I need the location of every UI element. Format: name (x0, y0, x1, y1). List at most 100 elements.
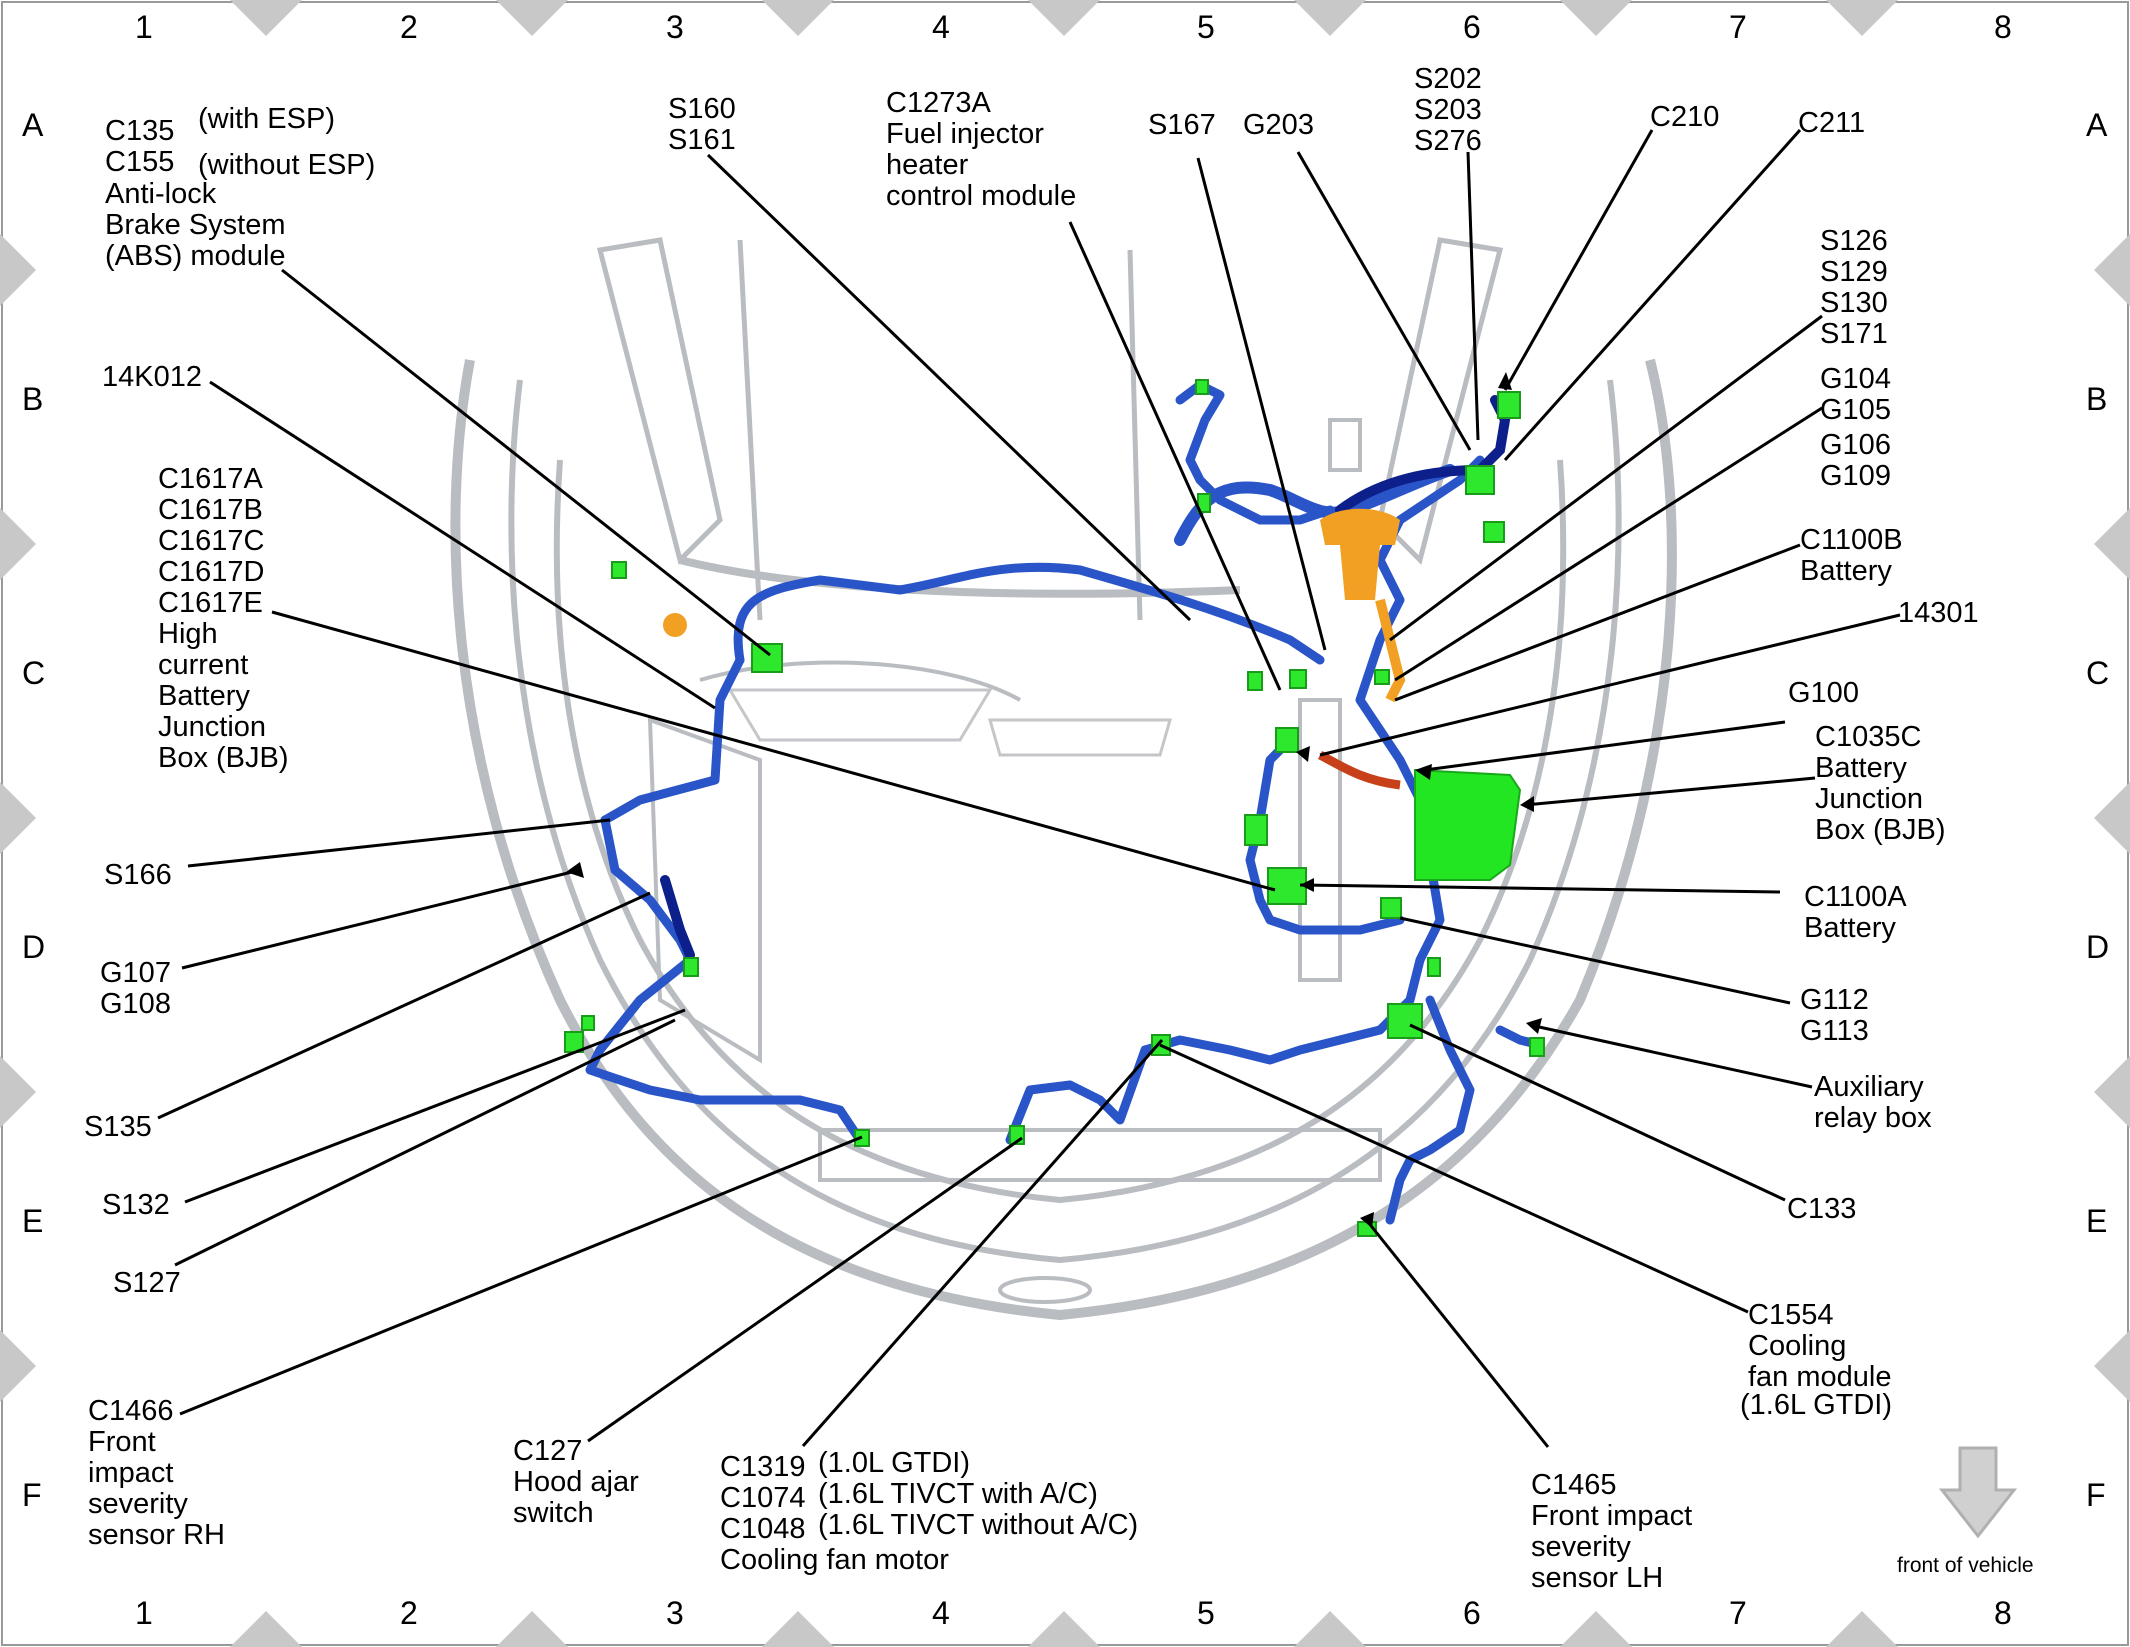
label-fih-3: control module (886, 180, 1077, 212)
label-front-of-vehicle: front of vehicle (1897, 1554, 2034, 1577)
fuel-injector-heater-module (663, 508, 1406, 703)
label-c1617d: C1617D (158, 556, 265, 588)
label-c1319-note: (1.0L GTDI) (818, 1447, 971, 1479)
border-triangle (0, 1330, 36, 1402)
border-triangle (1028, 0, 1100, 36)
border-triangle (0, 1056, 36, 1128)
label-hc-1: High (158, 618, 218, 650)
grid-row-d-right: D (2086, 929, 2110, 965)
border-triangle (2094, 508, 2130, 580)
label-c1100a-desc: Battery (1804, 912, 1896, 944)
grid-row-f: F (22, 1477, 42, 1513)
label-c1617b: C1617B (158, 494, 263, 526)
border-triangle (762, 0, 834, 36)
label-g109: G109 (1820, 460, 1891, 492)
border-triangle (0, 508, 36, 580)
label-c1074-note: (1.6L TIVCT with A/C) (818, 1478, 1098, 1510)
border-triangle (0, 782, 36, 854)
label-c135: C135 (105, 115, 175, 147)
label-s167: S167 (1148, 109, 1216, 141)
label-s171: S171 (1820, 318, 1888, 350)
grid-row-f-right: F (2086, 1477, 2106, 1513)
border-triangle (496, 1611, 568, 1647)
grid-row-c: C (22, 655, 46, 691)
label-hood-2: switch (513, 1497, 594, 1529)
border-triangle (230, 0, 302, 36)
border-triangle (2094, 782, 2130, 854)
border-triangle (1294, 0, 1366, 36)
grid-col-4-bottom: 4 (932, 1595, 950, 1631)
label-g100: G100 (1788, 677, 1859, 709)
label-s276: S276 (1414, 125, 1482, 157)
grid-col-1-bottom: 1 (135, 1595, 153, 1631)
battery-junction-box (1414, 768, 1522, 881)
connectors (564, 379, 1545, 1237)
label-s161: S161 (668, 124, 736, 156)
label-c1100b: C1100B (1800, 524, 1903, 556)
label-g108: G108 (100, 988, 171, 1020)
border-triangle (230, 1611, 302, 1647)
label-c1465: C1465 (1531, 1469, 1617, 1501)
label-c155: C155 (105, 146, 175, 178)
label-fisr-4: sensor RH (88, 1519, 225, 1551)
label-hc-5: Box (BJB) (158, 742, 289, 774)
label-s135: S135 (84, 1111, 152, 1143)
grid-col-3-bottom: 3 (666, 1595, 684, 1631)
label-bjb-2: Junction (1815, 783, 1924, 815)
grid-col-8: 8 (1994, 9, 2012, 45)
label-g105: G105 (1820, 394, 1891, 426)
label-fisl-2: severity (1531, 1531, 1631, 1563)
grid-row-e-right: E (2086, 1203, 2108, 1239)
grid-col-5: 5 (1197, 9, 1215, 45)
label-s129: S129 (1820, 256, 1888, 288)
grid-col-3: 3 (666, 9, 684, 45)
border-triangle (1560, 1611, 1632, 1647)
label-c210: C210 (1650, 101, 1720, 133)
arrowheads (566, 372, 1542, 1228)
label-c1035c: C1035C (1815, 721, 1922, 753)
label-fisr-3: severity (88, 1488, 188, 1520)
label-c1100b-desc: Battery (1800, 555, 1892, 587)
grid-row-a: A (22, 107, 44, 143)
label-fisl-3: sensor LH (1531, 1562, 1664, 1594)
label-g112: G112 (1800, 984, 1869, 1016)
battery-cable (1317, 750, 1401, 790)
label-cooling-fan-motor: Cooling fan motor (720, 1544, 949, 1576)
label-aux-2: relay box (1814, 1102, 1932, 1134)
leader-lines (157, 129, 1901, 1448)
vehicle-body (450, 237, 1677, 1321)
label-hc-2: current (158, 649, 249, 681)
label-hood-1: Hood ajar (513, 1466, 639, 1498)
label-c1466: C1466 (88, 1395, 174, 1427)
label-s127: S127 (113, 1267, 181, 1299)
label-c1554: C1554 (1748, 1299, 1834, 1331)
border-triangle (1294, 1611, 1366, 1647)
label-c1617e: C1617E (158, 587, 263, 619)
label-14k012: 14K012 (102, 361, 202, 393)
wire-harness (585, 380, 1545, 1225)
label-g106: G106 (1820, 429, 1891, 461)
label-bjb-3: Box (BJB) (1815, 814, 1946, 846)
label-s130: S130 (1820, 287, 1888, 319)
grille (727, 688, 1172, 757)
label-fih-1: Fuel injector (886, 118, 1044, 150)
border-triangle (1826, 0, 1898, 36)
border-triangle (2094, 234, 2130, 306)
grid-row-a-right: A (2086, 107, 2108, 143)
border-triangle (2094, 1330, 2130, 1402)
grid-row-b-right: B (2086, 381, 2108, 417)
label-s202: S202 (1414, 63, 1482, 95)
label-c1617a: C1617A (158, 463, 263, 495)
label-cfm-3: (1.6L GTDI) (1740, 1389, 1893, 1421)
label-s203: S203 (1414, 94, 1482, 126)
label-c1617c: C1617C (158, 525, 265, 557)
border-triangle (1028, 1611, 1100, 1647)
grid-row-c-right: C (2086, 655, 2110, 691)
label-c133: C133 (1787, 1193, 1857, 1225)
border-triangle (1826, 1611, 1898, 1647)
label-with-esp: (with ESP) (198, 103, 335, 135)
label-hc-3: Battery (158, 680, 250, 712)
